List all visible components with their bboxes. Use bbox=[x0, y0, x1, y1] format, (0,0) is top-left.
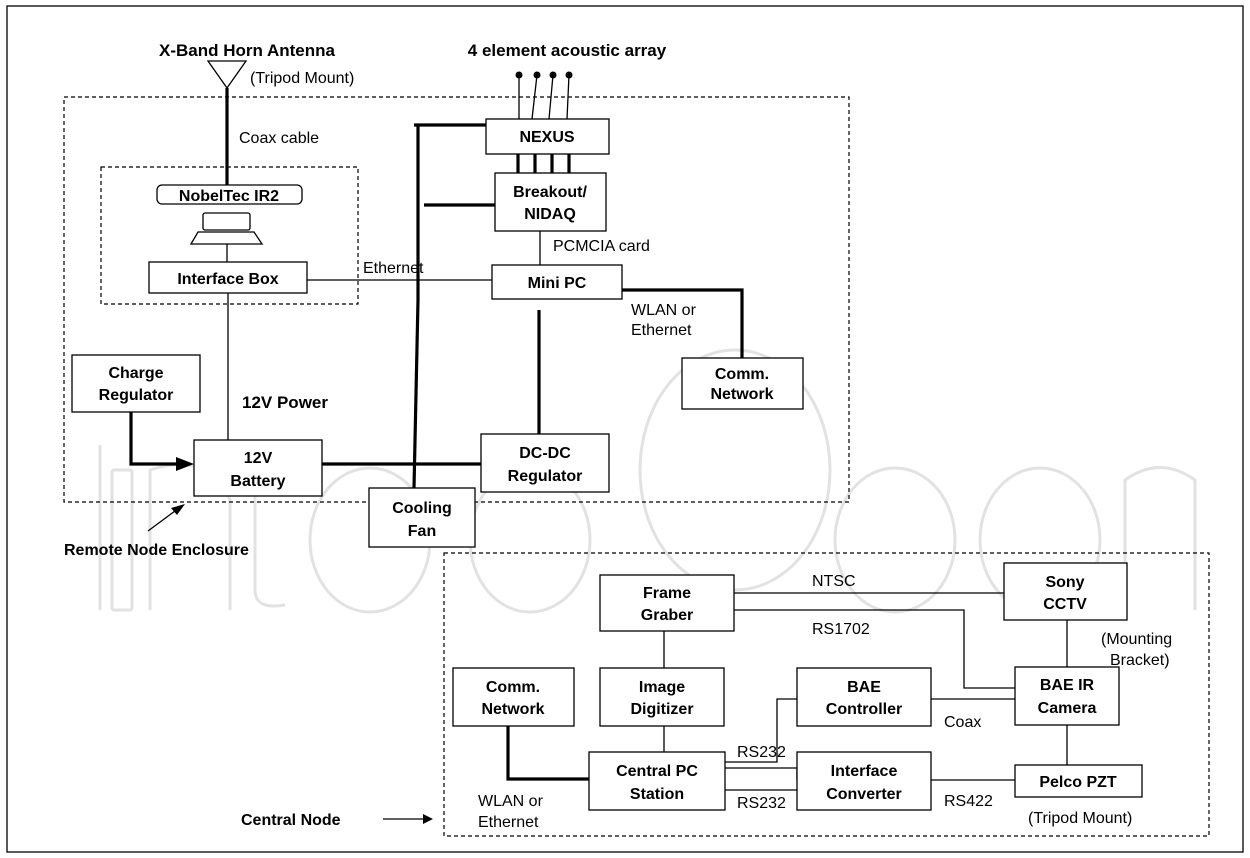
central-node-label: Central Node bbox=[241, 812, 341, 829]
sony-cctv-label-2: CCTV bbox=[1043, 596, 1087, 613]
nexus-label: NEXUS bbox=[519, 129, 574, 146]
central-comm-network-label-2: Network bbox=[481, 701, 544, 718]
antenna-icon bbox=[206, 60, 248, 90]
bae-controller-box bbox=[796, 667, 932, 727]
interface-converter-label-2: Converter bbox=[826, 786, 902, 803]
frame-grabber-label-2: Graber bbox=[641, 607, 693, 624]
ethernet-label: Ethernet bbox=[363, 260, 424, 277]
dcdc-regulator-label: DC-DC bbox=[519, 445, 571, 462]
rs232-top-label: RS232 bbox=[737, 744, 786, 761]
image-digitizer-label: Image bbox=[639, 679, 685, 696]
frame-grabber-box bbox=[599, 574, 735, 632]
central-pc-station-box bbox=[588, 751, 726, 811]
rs232-bottom-label: RS232 bbox=[737, 795, 786, 812]
central-pc-label-2: Station bbox=[630, 786, 684, 803]
mini-pc-label: Mini PC bbox=[528, 275, 587, 292]
breakout-label-2: NIDAQ bbox=[524, 206, 576, 223]
nobeltec-stem bbox=[202, 212, 251, 231]
nobeltec-base-icon bbox=[189, 231, 264, 245]
central-node-enclosure bbox=[443, 552, 1210, 837]
image-digitizer-label-2: Digitizer bbox=[630, 701, 693, 718]
tripod-mount-label: (Tripod Mount) bbox=[1028, 810, 1132, 827]
sony-cctv-label: Sony bbox=[1045, 574, 1084, 591]
remote-comm-network-label-2: Network bbox=[710, 386, 773, 403]
rs1702-label: RS1702 bbox=[812, 621, 870, 638]
mounting-label-2: Bracket) bbox=[1110, 652, 1170, 669]
sony-cctv-box bbox=[1003, 562, 1128, 621]
image-digitizer-box bbox=[599, 667, 725, 727]
antenna-title: X-Band Horn Antenna bbox=[159, 41, 336, 60]
remote-node-enclosure bbox=[63, 96, 850, 503]
rs422-label: RS422 bbox=[944, 793, 993, 810]
charge-regulator-box bbox=[71, 354, 201, 413]
interface-box-label: Interface Box bbox=[177, 271, 278, 288]
remote-wlan-label: WLAN or bbox=[631, 302, 697, 319]
central-wlan-label-2: Ethernet bbox=[478, 814, 539, 831]
charge-arrow-head bbox=[176, 457, 194, 471]
remote-node-enclosure-label: Remote Node Enclosure bbox=[64, 542, 249, 559]
antenna-mount-label: (Tripod Mount) bbox=[250, 70, 354, 87]
pelco-pzt-label: Pelco PZT bbox=[1039, 774, 1117, 791]
acoustic-sensor-icons bbox=[515, 71, 573, 79]
nexus-box bbox=[485, 118, 610, 155]
figure-border bbox=[6, 5, 1244, 853]
power-12v-label: 12V Power bbox=[242, 393, 328, 412]
dcdc-regulator-label-2: Regulator bbox=[508, 468, 583, 485]
bae-ir-camera-label: BAE IR bbox=[1040, 677, 1095, 694]
pelco-pzt-box bbox=[1014, 764, 1143, 798]
enclosure-arrow-head bbox=[171, 504, 185, 515]
coax-cable-label: Coax cable bbox=[239, 130, 319, 147]
battery-label: 12V bbox=[244, 450, 273, 467]
central-node-arrow-head bbox=[423, 814, 433, 824]
frame-grabber-label: Frame bbox=[643, 585, 691, 602]
mounting-label: (Mounting bbox=[1101, 631, 1172, 648]
battery-label-2: Battery bbox=[230, 473, 285, 490]
coax-label: Coax bbox=[944, 714, 981, 731]
cooling-fan-label-2: Fan bbox=[408, 523, 436, 540]
cooling-fan-box bbox=[368, 487, 476, 548]
interface-converter-label: Interface bbox=[831, 763, 898, 780]
central-wlan-label: WLAN or bbox=[478, 793, 544, 810]
bae-controller-label-2: Controller bbox=[826, 701, 902, 718]
breakout-label: Breakout/ bbox=[513, 184, 587, 201]
ntsc-label: NTSC bbox=[812, 573, 856, 590]
charge-regulator-label: Charge bbox=[108, 365, 163, 382]
nobeltec-ir2-box bbox=[156, 184, 303, 205]
central-pc-label: Central PC bbox=[616, 763, 698, 780]
remote-comm-network-box bbox=[681, 357, 804, 410]
acoustic-array-title: 4 element acoustic array bbox=[468, 41, 667, 60]
central-comm-network-label: Comm. bbox=[486, 679, 540, 696]
dcdc-regulator-box bbox=[480, 433, 610, 493]
remote-comm-network-label: Comm. bbox=[715, 366, 769, 383]
interface-converter-box bbox=[796, 751, 932, 811]
battery-box bbox=[193, 439, 323, 497]
central-comm-network-box bbox=[452, 667, 575, 727]
breakout-nidaq-box bbox=[494, 172, 607, 232]
bae-ir-camera-label-2: Camera bbox=[1038, 700, 1097, 717]
nobeltec-group-enclosure bbox=[100, 166, 359, 305]
pcmcia-label: PCMCIA card bbox=[553, 238, 650, 255]
nobeltec-ir2-label: NobelTec IR2 bbox=[179, 188, 279, 205]
bae-ir-camera-box bbox=[1014, 666, 1120, 726]
charge-regulator-label-2: Regulator bbox=[99, 387, 174, 404]
bae-controller-label: BAE bbox=[847, 679, 881, 696]
mini-pc-box bbox=[491, 264, 623, 300]
remote-wlan-label-2: Ethernet bbox=[631, 322, 692, 339]
cooling-fan-label: Cooling bbox=[392, 500, 452, 517]
